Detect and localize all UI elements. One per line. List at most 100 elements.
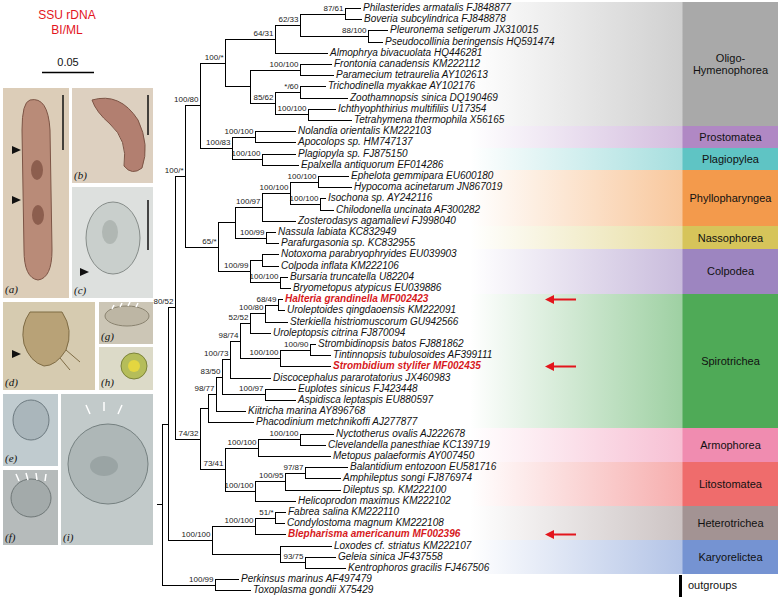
taxon-name: Strombidinopsis batos FJ881862 <box>318 338 464 350</box>
tree-branch <box>175 177 176 440</box>
tree-branch <box>215 590 251 591</box>
photo-ground <box>3 394 58 466</box>
support-value: 100/100 <box>278 104 307 113</box>
clade-name: Oligo- Hymenophorea <box>683 52 778 76</box>
tree-branch <box>265 389 296 390</box>
taxon-name: Clevelandella panesthiae KC139719 <box>328 439 490 451</box>
tree-branch <box>225 39 275 40</box>
tree-branch <box>208 394 216 395</box>
taxon-name: Toxoplasma gondii X75429 <box>253 584 373 596</box>
tree-branch <box>185 106 186 248</box>
taxon-name: Nolandia orientalis KM222103 <box>298 125 431 137</box>
tree-branch <box>300 87 301 99</box>
tree-branch <box>265 305 278 306</box>
support-value: 100/100 <box>182 530 211 539</box>
tree-branch <box>265 400 296 401</box>
support-value: 98/74 <box>218 331 238 340</box>
micrograph-c <box>72 187 153 298</box>
tree-branch <box>345 9 346 20</box>
white-arrow <box>86 402 122 414</box>
tree-branch <box>345 8 361 9</box>
tree-branch <box>216 411 246 412</box>
support-value: 93/75 <box>283 552 303 561</box>
photo-ground <box>3 302 95 390</box>
support-value: 65/* <box>202 237 216 246</box>
clade-text-holder: Phyllopharyngea <box>683 192 778 204</box>
tree-branch <box>255 131 296 132</box>
tree-branch <box>230 341 240 342</box>
arrow-shaft <box>552 299 576 301</box>
taxon-name: Philasterides armatalis FJ848877 <box>363 2 511 14</box>
ciliate-cell <box>86 202 140 274</box>
tree-branch <box>262 193 290 194</box>
white-arrow <box>16 473 46 481</box>
panel-letter: (d) <box>5 376 18 388</box>
support-value: 100/100 <box>225 481 254 490</box>
tree-branch <box>305 558 306 569</box>
tree-branch <box>250 70 300 71</box>
taxon-name: Amphileptus songi FJ876974 <box>343 472 472 484</box>
tree-branch <box>280 546 332 547</box>
tree-branch <box>232 137 255 138</box>
tree-branch <box>218 222 235 223</box>
cell-inclusion <box>128 360 140 372</box>
taxon-name: Dileptus sp. KM222100 <box>343 484 446 496</box>
support-value: 52/52 <box>228 313 248 322</box>
support-value: 100/100 <box>250 272 279 281</box>
tree-branch <box>212 526 255 527</box>
tree-branch <box>262 155 263 166</box>
tree-branch <box>255 481 285 482</box>
taxon-name: Paramecium tetraurelia AY102613 <box>336 69 488 81</box>
panel-letter: (e) <box>5 452 17 464</box>
ciliate-cell <box>92 98 145 171</box>
scale-bar <box>147 200 149 250</box>
tree-branch <box>305 557 336 558</box>
macronucleus <box>102 220 118 244</box>
taxon-name: Perkinsus marinus AF497479 <box>241 573 372 585</box>
taxon-name: Apocolops sp. HM747137 <box>298 136 413 148</box>
tree-branch <box>300 75 334 76</box>
tree-branch <box>255 501 296 502</box>
clade-name: Prostomatea <box>683 131 778 143</box>
tree-branch <box>368 31 369 43</box>
tree-branch <box>162 425 163 586</box>
clade-name: Heterotrichea <box>683 517 778 529</box>
tree-branch <box>262 255 263 267</box>
support-value: 100/100 <box>270 429 299 438</box>
tree-branch <box>235 207 262 208</box>
support-value: 100/80 <box>174 95 198 104</box>
support-value: 68/49 <box>256 295 276 304</box>
arrow-head <box>545 295 554 304</box>
taxon-name: Fabrea salina KM222110 <box>288 506 399 518</box>
taxon-name: Metopus palaeformis AY007450 <box>333 450 474 462</box>
tree-branch <box>262 154 296 155</box>
micrograph-b <box>72 88 153 183</box>
scale-bar <box>62 95 64 150</box>
tree-branch <box>300 86 326 87</box>
support-value: 100/100 <box>260 183 289 192</box>
tree-branch <box>305 468 306 479</box>
tree-branch <box>300 36 368 37</box>
taxon-name: Geleia sinica JF437558 <box>338 551 443 563</box>
panel-letter: (h) <box>101 376 114 388</box>
photo-ground <box>99 347 153 390</box>
tree-branch <box>285 474 286 491</box>
support-value: 100/99 <box>240 228 264 237</box>
tree-branch <box>255 519 256 535</box>
support-value: 80/52 <box>153 297 173 306</box>
photo-ground <box>61 394 153 545</box>
tree-branch <box>240 358 280 359</box>
outgroup-bar <box>679 575 682 597</box>
tree-branch <box>278 300 279 311</box>
support-value: 100/73 <box>204 349 228 358</box>
tree-branch <box>345 19 362 20</box>
clade-name: Plagiopylea <box>683 153 778 165</box>
tree-branch <box>280 351 281 367</box>
tree-branch <box>285 490 341 491</box>
taxon-name: Condylostoma magnum KM222108 <box>287 517 444 529</box>
tree-branch <box>222 394 265 395</box>
tree-branch <box>310 355 331 356</box>
tree-branch <box>250 282 280 283</box>
ciliate-cell <box>121 353 147 379</box>
tree-branch <box>157 504 162 505</box>
